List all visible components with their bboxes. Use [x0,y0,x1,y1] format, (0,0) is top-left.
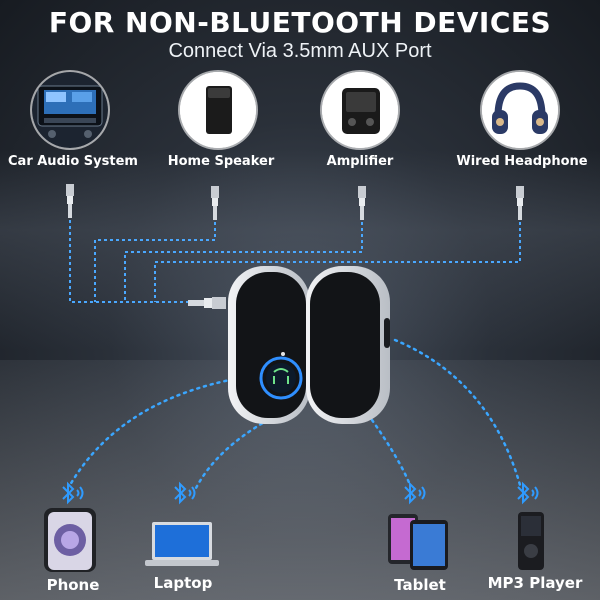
label-home-speaker: Home Speaker [167,154,275,169]
laptop-icon [145,522,219,566]
aux-plug-icon [358,186,366,220]
car-audio-circle [32,72,108,148]
car-stereo-icon [32,72,108,148]
amplifier-circle [322,72,398,148]
label-wired-headphone: Wired Headphone [456,154,588,169]
bluetooth-icon [174,481,196,505]
label-amplifier: Amplifier [326,154,394,169]
label-tablet: Tablet [394,576,446,594]
label-laptop: Laptop [153,574,213,592]
tablet-icon [388,514,448,570]
amplifier-icon [322,72,398,148]
headphone-icon [482,72,558,148]
headphone-circle [482,72,558,148]
speaker-icon [180,72,256,148]
bluetooth-icon [517,481,539,505]
receiver-right-unit [306,266,390,424]
label-mp3-player: MP3 Player [487,574,583,592]
label-car-audio: Car Audio System [8,154,138,169]
label-phone: Phone [46,576,100,594]
aux-plug-icon [66,184,74,218]
receiver-button-icon [259,352,303,400]
page-title: FOR NON-BLUETOOTH DEVICES [48,6,552,39]
bluetooth-icon [404,481,426,505]
home-speaker-circle [180,72,256,148]
mp3-player-icon [518,512,544,570]
bluetooth-icon [62,481,84,505]
aux-plug-horizontal-icon [188,297,226,309]
aux-plug-icon [516,186,524,220]
page-subtitle: Connect Via 3.5mm AUX Port [168,40,432,62]
phone-icon [44,508,96,572]
aux-plug-icon [211,186,219,220]
